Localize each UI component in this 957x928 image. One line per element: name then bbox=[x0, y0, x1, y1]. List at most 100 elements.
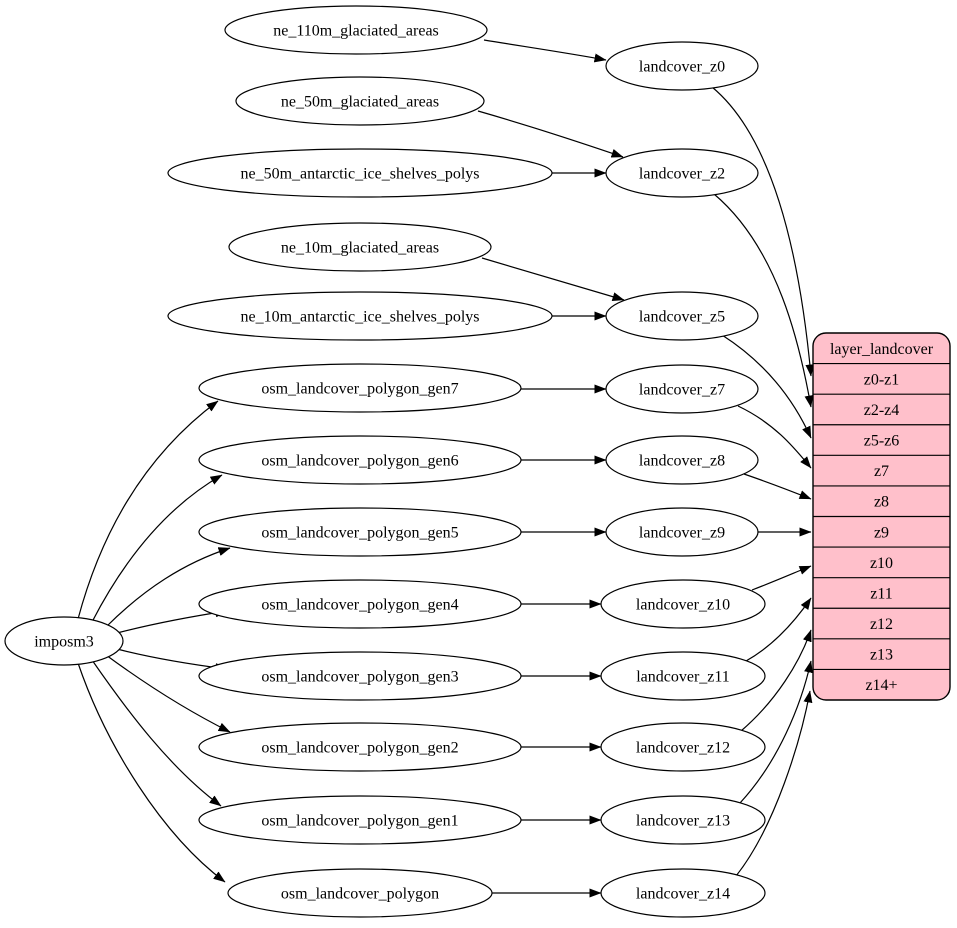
record-row-z7: z7 bbox=[874, 463, 889, 480]
node-label-osm_landcover_polygon_gen6: osm_landcover_polygon_gen6 bbox=[261, 453, 458, 470]
node-ellipse-landcover_z11 bbox=[600, 651, 766, 701]
edge-imposm3-to-osm_landcover_polygon_gen2 bbox=[105, 654, 231, 733]
edge-landcover_z2-to-layer_landcover-z2-z4 bbox=[713, 193, 814, 408]
node-label-landcover_z7: landcover_z7 bbox=[639, 382, 725, 399]
edge-imposm3-to-osm_landcover_polygon_gen6 bbox=[91, 474, 223, 623]
node-label-osm_landcover_polygon_gen2: osm_landcover_polygon_gen2 bbox=[261, 740, 458, 757]
edge-ne_10m_glaciated_areas-to-landcover_z5 bbox=[481, 257, 625, 301]
node-label-osm_landcover_polygon_gen3: osm_landcover_polygon_gen3 bbox=[261, 669, 458, 686]
node-ellipse-osm_landcover_polygon_gen5 bbox=[198, 507, 522, 557]
node-landcover_z12: landcover_z12 bbox=[600, 722, 766, 772]
node-ellipse-imposm3 bbox=[4, 616, 124, 666]
node-osm_landcover_polygon_gen3: osm_landcover_polygon_gen3 bbox=[198, 651, 522, 701]
node-osm_landcover_polygon_gen2: osm_landcover_polygon_gen2 bbox=[198, 722, 522, 772]
node-ne_50m_antarctic_ice_shelves_polys: ne_50m_antarctic_ice_shelves_polys bbox=[167, 148, 553, 198]
node-osm_landcover_polygon_gen1: osm_landcover_polygon_gen1 bbox=[198, 795, 522, 845]
node-ellipse-ne_50m_antarctic_ice_shelves_polys bbox=[167, 148, 553, 198]
node-osm_landcover_polygon_gen7: osm_landcover_polygon_gen7 bbox=[198, 363, 522, 413]
record-row-z0-z1: z0-z1 bbox=[864, 371, 900, 388]
node-label-ne_50m_glaciated_areas: ne_50m_glaciated_areas bbox=[281, 94, 439, 111]
node-osm_landcover_polygon_gen4: osm_landcover_polygon_gen4 bbox=[198, 579, 522, 629]
node-ellipse-landcover_z2 bbox=[605, 148, 759, 198]
node-landcover_z2: landcover_z2 bbox=[605, 148, 759, 198]
node-ellipse-osm_landcover_polygon_gen3 bbox=[198, 651, 522, 701]
node-label-imposm3: imposm3 bbox=[34, 634, 94, 651]
node-label-osm_landcover_polygon_gen4: osm_landcover_polygon_gen4 bbox=[261, 597, 458, 614]
edge-landcover_z8-to-layer_landcover-z8 bbox=[743, 473, 812, 500]
node-ne_50m_glaciated_areas: ne_50m_glaciated_areas bbox=[235, 76, 485, 126]
node-label-landcover_z2: landcover_z2 bbox=[639, 166, 725, 183]
node-ellipse-landcover_z13 bbox=[600, 795, 766, 845]
node-label-landcover_z12: landcover_z12 bbox=[636, 740, 730, 757]
record-row-z14+: z14+ bbox=[865, 677, 897, 694]
edge-landcover_z11-to-layer_landcover-z11 bbox=[745, 597, 812, 662]
edge-landcover_z12-to-layer_landcover-z12 bbox=[740, 629, 812, 732]
node-label-osm_landcover_polygon_gen7: osm_landcover_polygon_gen7 bbox=[261, 381, 458, 398]
node-ellipse-osm_landcover_polygon_gen4 bbox=[198, 579, 522, 629]
node-landcover_z7: landcover_z7 bbox=[605, 364, 759, 414]
record-row-z5-z6: z5-z6 bbox=[864, 433, 900, 450]
node-ellipse-osm_landcover_polygon_gen7 bbox=[198, 363, 522, 413]
node-ne_10m_antarctic_ice_shelves_polys: ne_10m_antarctic_ice_shelves_polys bbox=[167, 291, 553, 341]
node-ne_110m_glaciated_areas: ne_110m_glaciated_areas bbox=[224, 5, 488, 55]
node-label-osm_landcover_polygon_gen5: osm_landcover_polygon_gen5 bbox=[261, 525, 458, 542]
edge-imposm3-to-osm_landcover_polygon_gen4 bbox=[116, 608, 228, 634]
edge-landcover_z13-to-layer_landcover-z13 bbox=[739, 660, 813, 804]
node-landcover_z0: landcover_z0 bbox=[605, 41, 759, 91]
edge-ne_50m_glaciated_areas-to-landcover_z2 bbox=[477, 110, 624, 158]
edge-landcover_z10-to-layer_landcover-z10 bbox=[751, 565, 812, 591]
node-osm_landcover_polygon_gen6: osm_landcover_polygon_gen6 bbox=[198, 435, 522, 485]
node-landcover_z14: landcover_z14 bbox=[600, 868, 766, 918]
record-row-z13: z13 bbox=[870, 647, 893, 664]
node-ellipse-ne_10m_antarctic_ice_shelves_polys bbox=[167, 291, 553, 341]
node-ellipse-landcover_z8 bbox=[605, 435, 759, 485]
node-label-ne_10m_glaciated_areas: ne_10m_glaciated_areas bbox=[281, 240, 439, 257]
node-label-landcover_z11: landcover_z11 bbox=[636, 669, 730, 686]
node-ellipse-osm_landcover_polygon bbox=[227, 868, 493, 918]
node-ellipse-ne_10m_glaciated_areas bbox=[228, 222, 492, 272]
edge-landcover_z14-to-layer_landcover-z14+ bbox=[735, 690, 813, 877]
node-ellipse-landcover_z7 bbox=[605, 364, 759, 414]
node-ellipse-landcover_z0 bbox=[605, 41, 759, 91]
node-label-landcover_z5: landcover_z5 bbox=[639, 309, 725, 326]
edge-imposm3-to-osm_landcover_polygon_gen7 bbox=[77, 400, 219, 620]
node-ellipse-osm_landcover_polygon_gen1 bbox=[198, 795, 522, 845]
record-row-z12: z12 bbox=[870, 616, 893, 633]
node-ellipse-ne_50m_glaciated_areas bbox=[235, 76, 485, 126]
node-label-landcover_z10: landcover_z10 bbox=[636, 597, 730, 614]
edge-landcover_z0-to-layer_landcover-z0-z1 bbox=[711, 86, 815, 377]
record-row-z9: z9 bbox=[874, 524, 889, 541]
edge-imposm3-to-osm_landcover_polygon bbox=[77, 662, 226, 883]
node-imposm3: imposm3 bbox=[4, 616, 124, 666]
node-label-ne_110m_glaciated_areas: ne_110m_glaciated_areas bbox=[273, 23, 439, 40]
node-landcover_z9: landcover_z9 bbox=[605, 507, 759, 557]
nodes-layer: imposm3 ne_110m_glaciated_areas ne_50m_gla… bbox=[4, 5, 766, 918]
node-label-landcover_z14: landcover_z14 bbox=[636, 886, 730, 903]
node-label-ne_50m_antarctic_ice_shelves_polys: ne_50m_antarctic_ice_shelves_polys bbox=[240, 166, 479, 183]
node-label-osm_landcover_polygon_gen1: osm_landcover_polygon_gen1 bbox=[261, 813, 458, 830]
node-ellipse-landcover_z14 bbox=[600, 868, 766, 918]
node-landcover_z11: landcover_z11 bbox=[600, 651, 766, 701]
node-ellipse-osm_landcover_polygon_gen6 bbox=[198, 435, 522, 485]
edge-imposm3-to-osm_landcover_polygon_gen3 bbox=[116, 648, 228, 673]
record-layer: layer_landcoverz0-z1z2-z4z5-z6z7z8z9z10z… bbox=[812, 332, 951, 701]
node-osm_landcover_polygon: osm_landcover_polygon bbox=[227, 868, 493, 918]
node-landcover_z5: landcover_z5 bbox=[605, 291, 759, 341]
node-landcover_z13: landcover_z13 bbox=[600, 795, 766, 845]
record-row-z11: z11 bbox=[870, 585, 893, 602]
edge-landcover_z5-to-layer_landcover-z5-z6 bbox=[721, 334, 812, 439]
node-osm_landcover_polygon_gen5: osm_landcover_polygon_gen5 bbox=[198, 507, 522, 557]
node-ellipse-osm_landcover_polygon_gen2 bbox=[198, 722, 522, 772]
node-ellipse-landcover_z9 bbox=[605, 507, 759, 557]
node-label-landcover_z13: landcover_z13 bbox=[636, 813, 730, 830]
edge-ne_110m_glaciated_areas-to-landcover_z0 bbox=[483, 39, 607, 63]
node-label-osm_landcover_polygon: osm_landcover_polygon bbox=[281, 886, 439, 903]
record-row-z10: z10 bbox=[870, 555, 893, 572]
record-node-layer_landcover: layer_landcoverz0-z1z2-z4z5-z6z7z8z9z10z… bbox=[812, 332, 951, 701]
edge-landcover_z7-to-layer_landcover-z7 bbox=[737, 405, 812, 469]
record-row-z8: z8 bbox=[874, 494, 889, 511]
node-label-landcover_z8: landcover_z8 bbox=[639, 453, 725, 470]
node-label-landcover_z9: landcover_z9 bbox=[639, 525, 725, 542]
